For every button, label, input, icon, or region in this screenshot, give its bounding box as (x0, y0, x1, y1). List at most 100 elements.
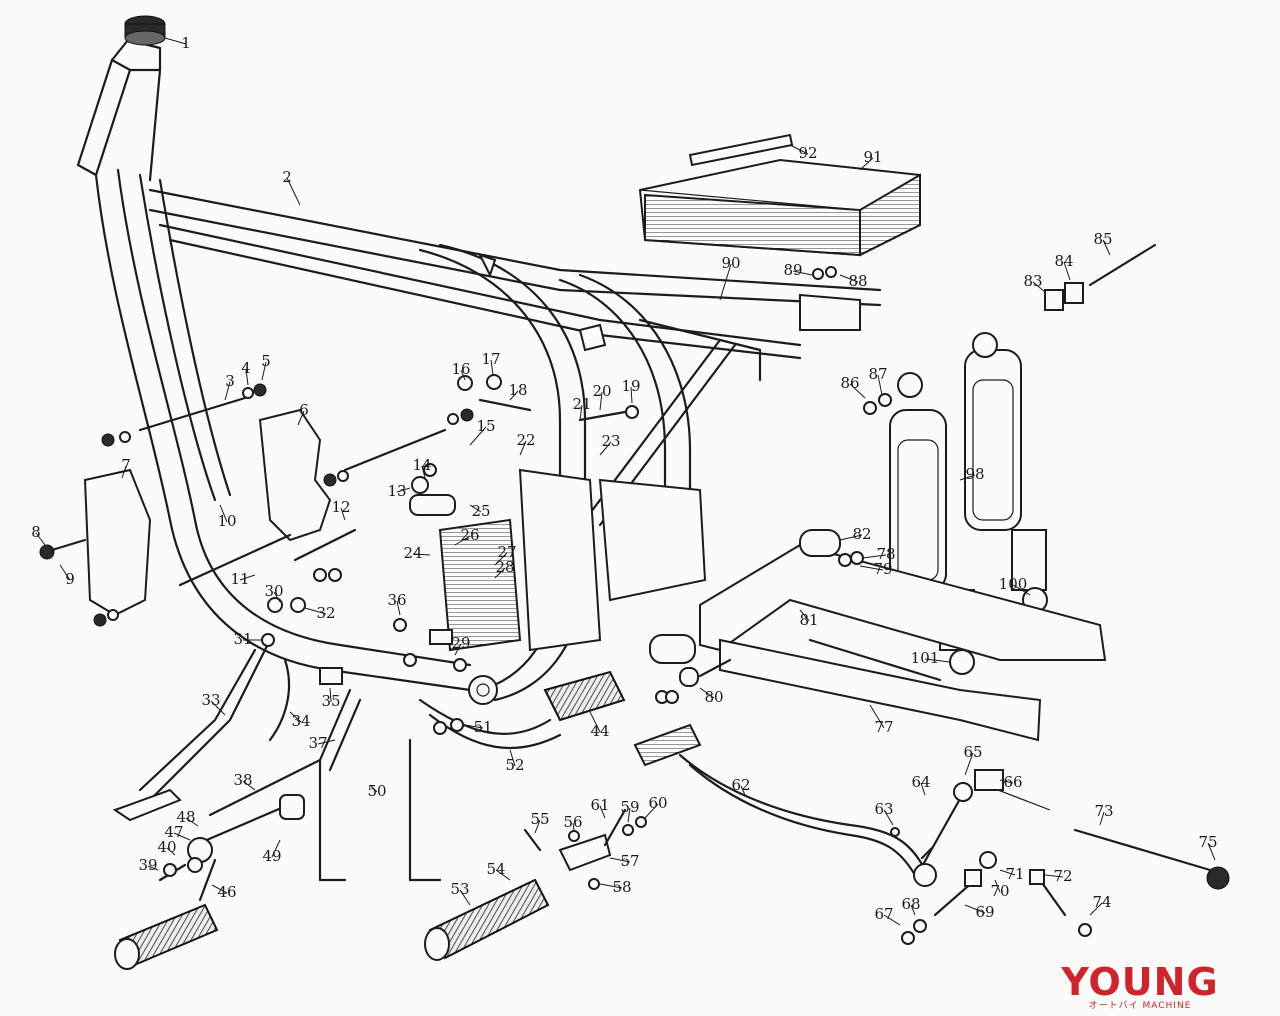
part-number-31: 31 (233, 630, 252, 648)
part-number-75: 75 (1198, 833, 1217, 851)
part-number-2: 2 (282, 168, 292, 186)
part-number-62: 62 (731, 776, 750, 794)
part-number-79: 79 (873, 560, 892, 578)
part-number-21: 21 (572, 395, 591, 413)
part-number-32: 32 (316, 604, 335, 622)
swinging-arm (649, 529, 1107, 742)
callout-leader (964, 904, 986, 914)
part-number-9: 9 (65, 570, 75, 588)
callout-leader (1063, 261, 1071, 281)
callout-leader (454, 643, 462, 656)
callout-leader (999, 869, 1016, 876)
callout-leader (166, 847, 176, 856)
callout-leader (589, 711, 601, 733)
callout-leader (412, 553, 431, 556)
part-number-19: 19 (621, 377, 640, 395)
part-number-6: 6 (299, 401, 309, 419)
callout-leader (494, 567, 506, 579)
part-number-84: 84 (1054, 252, 1073, 270)
callout-leader (421, 465, 426, 479)
callout-leader (1207, 842, 1216, 861)
brake-rod (974, 769, 1230, 890)
part-number-67: 67 (874, 905, 893, 923)
callout-leader (644, 803, 659, 819)
callout-leader (509, 749, 516, 767)
part-number-85: 85 (1093, 230, 1112, 248)
callout-leader (396, 487, 411, 493)
callout-leader (994, 879, 1001, 893)
callout-leader (173, 832, 191, 841)
callout-leader (719, 263, 732, 301)
part-number-74: 74 (1092, 893, 1111, 911)
part-number-82: 82 (852, 525, 871, 543)
part-number-48: 48 (176, 808, 195, 826)
part-number-100: 100 (999, 575, 1028, 593)
callout-leader (297, 410, 305, 426)
part-number-59: 59 (620, 798, 639, 816)
part-number-68: 68 (901, 895, 920, 913)
long-bolts (138, 396, 447, 817)
callout-leader (1102, 239, 1111, 256)
callout-leader (147, 865, 159, 871)
part-number-53: 53 (450, 880, 469, 898)
callout-leader (185, 817, 199, 827)
callout-leader (740, 785, 746, 796)
fasteners (39, 266, 1092, 945)
callout-leader (599, 391, 603, 411)
part-number-58: 58 (612, 878, 631, 896)
part-number-14: 14 (412, 456, 431, 474)
part-number-69: 69 (975, 903, 994, 921)
part-number-3: 3 (225, 372, 235, 390)
part-number-36: 36 (387, 591, 406, 609)
callout-leader (273, 591, 281, 603)
part-number-81: 81 (799, 611, 818, 629)
callout-leader (519, 440, 527, 456)
tool-box (638, 158, 921, 257)
callout-leader (340, 507, 346, 521)
callout-leader (883, 914, 901, 926)
callout-leader (245, 368, 249, 386)
callout-leader (861, 554, 887, 559)
part-number-87: 87 (868, 365, 887, 383)
part-number-25: 25 (471, 502, 490, 520)
part-number-88: 88 (848, 272, 867, 290)
callout-leader (304, 607, 327, 615)
callout-leader (121, 465, 127, 479)
part-number-22: 22 (516, 431, 535, 449)
part-number-46: 46 (217, 883, 236, 901)
part-number-92: 92 (798, 144, 817, 162)
part-number-18: 18 (508, 381, 527, 399)
callout-leader (627, 807, 631, 823)
callout-leader (789, 144, 809, 155)
callout-leader (572, 822, 575, 831)
part-number-55: 55 (530, 810, 549, 828)
part-number-90: 90 (721, 254, 740, 272)
part-number-77: 77 (874, 718, 893, 736)
callout-leader (271, 839, 281, 858)
callout-leader (59, 564, 71, 581)
callout-leader (289, 711, 302, 723)
part-number-26: 26 (460, 526, 479, 544)
callout-leader (242, 780, 256, 791)
part-number-30: 30 (264, 582, 283, 600)
part-number-10: 10 (217, 512, 236, 530)
part-number-50: 50 (367, 782, 386, 800)
part-number-89: 89 (783, 261, 802, 279)
callout-leader (1099, 811, 1105, 826)
callout-leader (799, 609, 810, 622)
part-number-80: 80 (704, 688, 723, 706)
part-number-66: 66 (1003, 773, 1022, 791)
brand-watermark: YOUNG オートバイ MACHINE (1060, 960, 1218, 1011)
callout-leader (579, 404, 583, 421)
brand-text: YOUNG (1060, 960, 1218, 1004)
part-number-16: 16 (451, 360, 470, 378)
callout-leader (460, 369, 466, 381)
callout-leader (239, 574, 256, 581)
part-number-13: 13 (387, 482, 406, 500)
callout-leader (261, 361, 267, 381)
footrests (114, 670, 626, 970)
callout-leader (599, 441, 612, 456)
part-number-17: 17 (481, 350, 500, 368)
part-number-40: 40 (157, 838, 176, 856)
